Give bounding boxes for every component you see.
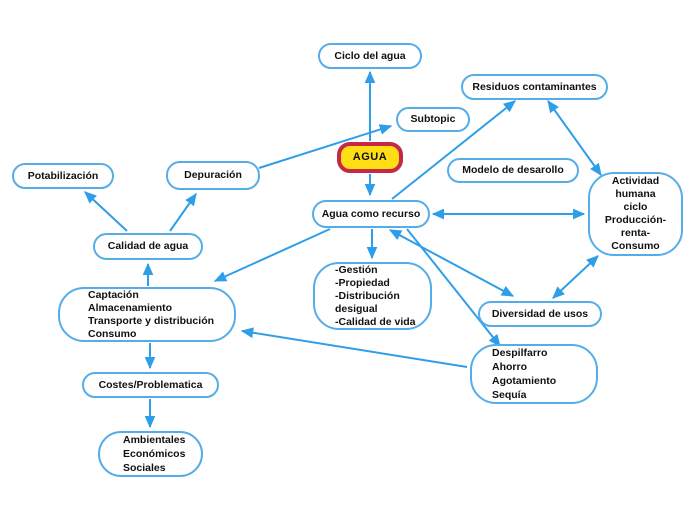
node-potabilizacion[interactable]: Potabilización: [12, 163, 114, 189]
edge-calidad-potabilizacion: [84, 191, 128, 232]
node-modelo-de-desarollo[interactable]: Modelo de desarollo: [447, 158, 579, 183]
node-agua-como-recurso[interactable]: Agua como recurso: [312, 200, 430, 228]
node-captacion-almacenamiento[interactable]: Captación Almacenamiento Transporte y di…: [58, 287, 236, 342]
node-subtopic[interactable]: Subtopic: [396, 107, 470, 132]
edge-recurso-despilfarro: [406, 228, 501, 347]
edge-residuos-actividad: [547, 100, 602, 176]
node-depuracion[interactable]: Depuración: [166, 161, 260, 190]
edge-recurso-diversidad: [388, 229, 515, 297]
node-agua-root[interactable]: AGUA: [337, 142, 403, 173]
node-despilfarro-ahorro[interactable]: Despilfarro Ahorro Agotamiento Sequía: [470, 344, 598, 404]
node-residuos-contaminantes[interactable]: Residuos contaminantes: [461, 74, 608, 100]
edge-calidad-depuracion: [169, 193, 197, 232]
edge-despilfarro-captacion: [240, 327, 468, 368]
edge-diversidad-actividad: [552, 255, 599, 299]
node-costes-problematica[interactable]: Costes/Problematica: [82, 372, 219, 398]
node-ambientales-economicos[interactable]: Ambientales Económicos Sociales: [98, 431, 203, 477]
node-ciclo-del-agua[interactable]: Ciclo del agua: [318, 43, 422, 69]
node-gestion-propiedad[interactable]: -Gestión -Propiedad -Distribución desigu…: [313, 262, 432, 330]
edge-recurso-captacion: [213, 228, 331, 282]
node-diversidad-de-usos[interactable]: Diversidad de usos: [478, 301, 602, 327]
edge-depuracion-subtopic: [258, 124, 393, 169]
edge-recurso-residuos: [391, 100, 516, 200]
node-actividad-humana[interactable]: Actividad humana ciclo Producción- renta…: [588, 172, 683, 256]
node-calidad-de-agua[interactable]: Calidad de agua: [93, 233, 203, 260]
